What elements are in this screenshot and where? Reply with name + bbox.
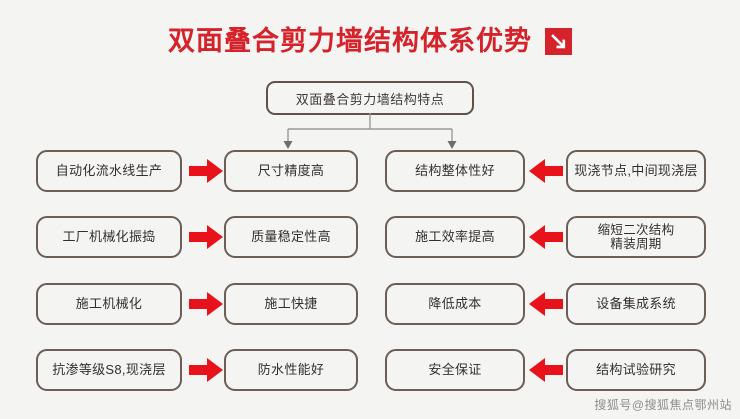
arrow-down-right-icon xyxy=(545,27,572,55)
flow-row: 自动化流水线生产 尺寸精度高 结构整体性好 现浇节点,中间现浇层 xyxy=(0,150,740,192)
effect-right-label: 结构整体性好 xyxy=(415,162,495,178)
effect-left-label: 防水性能好 xyxy=(257,361,325,377)
arrow-left-icon xyxy=(528,224,564,250)
flow-row: 抗渗等级S8,现浇层 防水性能好 安全保证 结构试验研究 xyxy=(0,349,740,391)
effect-right-box: 安全保证 xyxy=(385,349,525,391)
effect-right-label: 安全保证 xyxy=(428,361,482,377)
watermark: 搜狐号@搜狐焦点鄂州站 xyxy=(594,398,732,412)
effect-left-label: 尺寸精度高 xyxy=(257,162,325,178)
effect-left-label: 施工快捷 xyxy=(264,295,318,311)
effect-right-box: 施工效率提高 xyxy=(385,216,525,258)
cause-right-box: 现浇节点,中间现浇层 xyxy=(566,150,706,192)
cause-right-label: 结构试验研究 xyxy=(596,361,676,377)
root-node: 双面叠合剪力墙结构特点 xyxy=(266,81,474,115)
arrow-right-icon xyxy=(188,291,224,317)
effect-right-label: 施工效率提高 xyxy=(415,228,495,244)
cause-left-box: 抗渗等级S8,现浇层 xyxy=(36,349,182,391)
arrow-right-icon xyxy=(188,224,224,250)
effect-right-label: 降低成本 xyxy=(428,295,482,311)
cause-left-label: 自动化流水线生产 xyxy=(55,162,163,178)
page-title: 双面叠合剪力墙结构体系优势 xyxy=(168,25,532,56)
cause-left-label: 施工机械化 xyxy=(75,295,143,311)
arrow-left-icon xyxy=(528,158,564,184)
effect-left-box: 尺寸精度高 xyxy=(224,150,358,192)
cause-left-box: 工厂机械化振捣 xyxy=(36,216,182,258)
cause-right-label: 缩短二次结构 精装周期 xyxy=(597,222,675,251)
flow-row: 工厂机械化振捣 质量稳定性高 施工效率提高 缩短二次结构 精装周期 xyxy=(0,216,740,258)
cause-right-box: 设备集成系统 xyxy=(566,283,706,325)
title-bar: 双面叠合剪力墙结构体系优势 xyxy=(0,18,740,64)
cause-right-box: 结构试验研究 xyxy=(566,349,706,391)
cause-right-box: 缩短二次结构 精装周期 xyxy=(566,216,706,258)
arrow-right-icon xyxy=(188,158,224,184)
arrow-left-icon xyxy=(528,357,564,383)
cause-left-box: 自动化流水线生产 xyxy=(36,150,182,192)
flow-row: 施工机械化 施工快捷 降低成本 设备集成系统 xyxy=(0,283,740,325)
root-node-label: 双面叠合剪力墙结构特点 xyxy=(295,91,445,107)
cause-left-label: 工厂机械化振捣 xyxy=(62,228,156,244)
root-connector xyxy=(266,113,474,149)
cause-right-label: 现浇节点,中间现浇层 xyxy=(574,162,698,178)
effect-right-box: 结构整体性好 xyxy=(385,150,525,192)
effect-left-label: 质量稳定性高 xyxy=(251,228,331,244)
cause-left-label: 抗渗等级S8,现浇层 xyxy=(52,361,166,377)
effect-left-box: 质量稳定性高 xyxy=(224,216,358,258)
effect-right-box: 降低成本 xyxy=(385,283,525,325)
effect-left-box: 防水性能好 xyxy=(224,349,358,391)
arrow-left-icon xyxy=(528,291,564,317)
arrow-right-icon xyxy=(188,357,224,383)
cause-right-label: 设备集成系统 xyxy=(596,295,676,311)
effect-left-box: 施工快捷 xyxy=(224,283,358,325)
cause-left-box: 施工机械化 xyxy=(36,283,182,325)
